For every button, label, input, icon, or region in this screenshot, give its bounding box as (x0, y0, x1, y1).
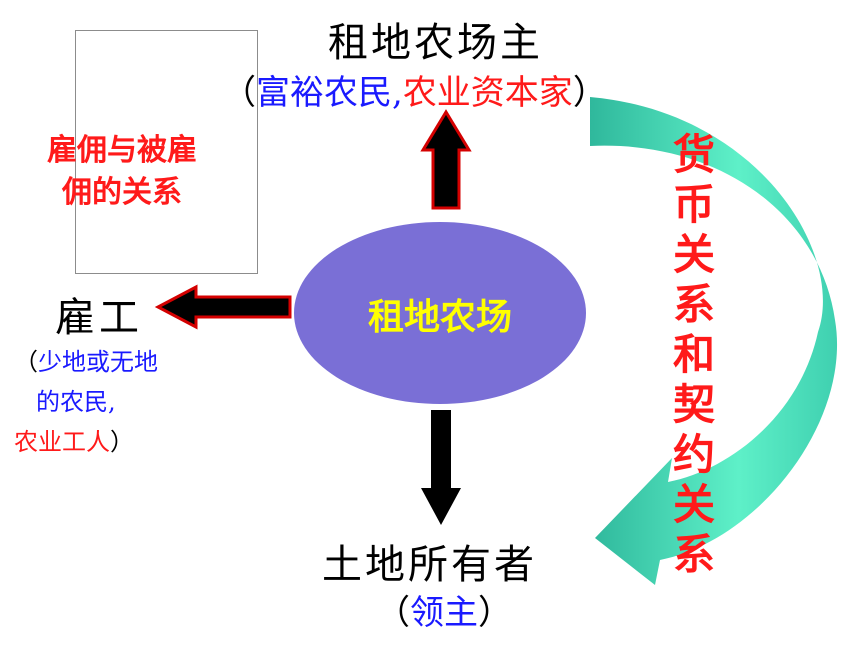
vertical-char: 系 (672, 280, 715, 329)
landowner-title: 土地所有者 (322, 542, 537, 588)
relation-box (75, 30, 258, 274)
subtitle-red: 农业资本家 (402, 73, 573, 113)
worker-line3: 农业工人 (14, 428, 110, 456)
bottom-sub-blue: 领主 (410, 593, 478, 633)
vertical-char: 契 (672, 380, 715, 429)
worker-line2: 的农民, (36, 388, 116, 416)
bottom-paren-open: （ (376, 593, 410, 633)
vertical-char: 和 (672, 330, 715, 379)
worker-paren-open: （ (14, 348, 38, 376)
vertical-char: 货 (672, 130, 715, 179)
vertical-char: 币 (672, 180, 715, 229)
bottom-paren-close: ） (478, 593, 512, 633)
landlord-farmer-title: 租地农场主 (328, 20, 543, 66)
subtitle-blue: 富裕农民, (256, 73, 403, 113)
employment-relation-label: 雇佣与被雇 佣的关系 (22, 130, 222, 214)
employment-relation-line1: 雇佣与被雇 (47, 133, 197, 168)
money-contract-relation-label: 货 币 关 系 和 契 约 关 系 (664, 130, 724, 580)
worker-paren-close: ） (110, 428, 134, 456)
worker-subtitle: （少地或无地 的农民, 农业工人） (14, 342, 158, 462)
down-arrow (421, 410, 461, 525)
paren-open: （ (222, 73, 256, 113)
paren-close: ） (572, 73, 607, 113)
vertical-char: 关 (672, 230, 715, 279)
vertical-char: 系 (672, 530, 715, 579)
landowner-subtitle: （领主） (376, 585, 512, 634)
worker-title: 雇工 (55, 295, 143, 341)
left-arrow (154, 284, 292, 330)
up-arrow (420, 109, 472, 210)
worker-line1: 少地或无地 (38, 348, 158, 376)
center-ellipse (294, 222, 586, 404)
landlord-farmer-subtitle: （富裕农民,农业资本家） (222, 65, 607, 114)
employment-relation-line2: 佣的关系 (62, 175, 182, 210)
curved-arrow (590, 97, 838, 585)
center-label: 租地农场 (367, 297, 512, 338)
vertical-char: 关 (672, 480, 715, 529)
vertical-char: 约 (672, 430, 715, 479)
